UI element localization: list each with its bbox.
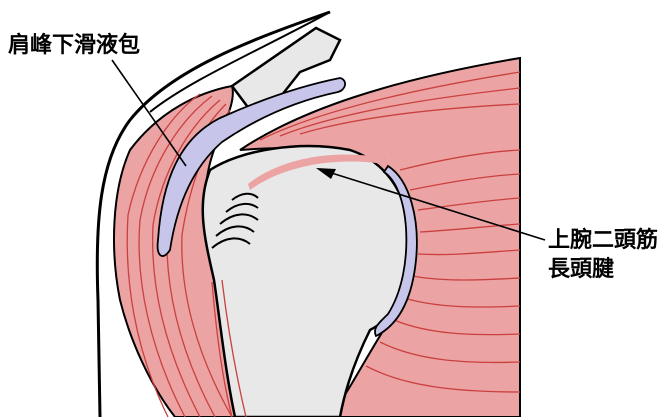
label-subacromial-bursa: 肩峰下滑液包 xyxy=(8,31,140,60)
label-biceps-long-head: 上腕二頭筋 長頭腱 xyxy=(548,226,658,284)
label-biceps-line2: 長頭腱 xyxy=(548,255,658,284)
label-biceps-line1: 上腕二頭筋 xyxy=(548,226,658,255)
